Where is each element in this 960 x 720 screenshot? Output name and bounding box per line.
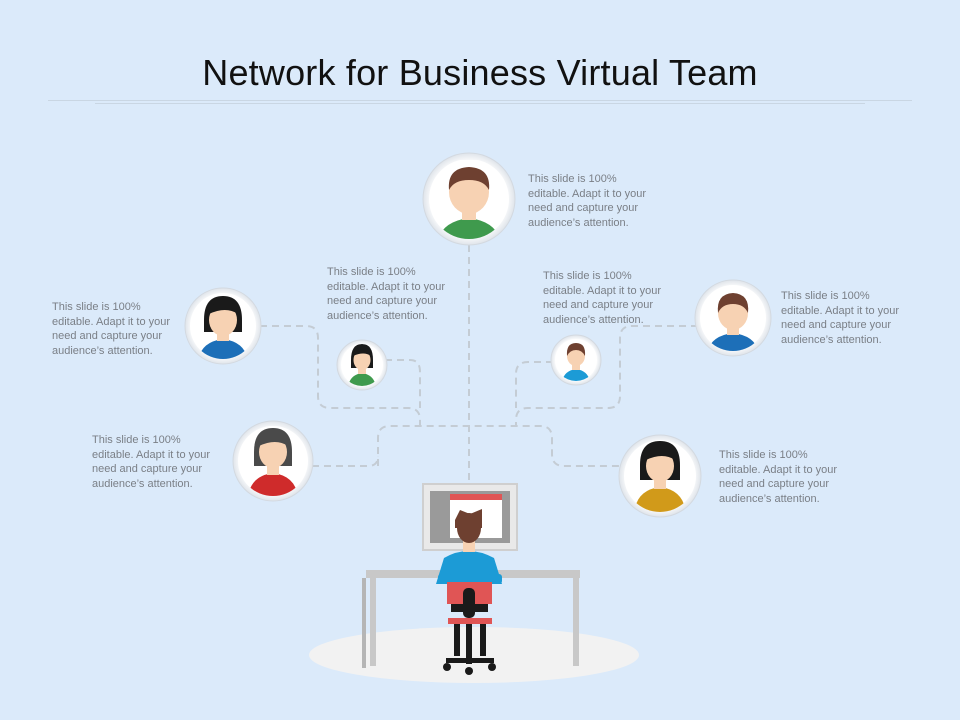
- avatar-lower-left-woman: [232, 420, 314, 502]
- avatar-small-boy: [550, 334, 602, 386]
- description-right-man: This slide is 100% editable. Adapt it to…: [781, 290, 900, 346]
- slide-title: Network for Business Virtual Team: [202, 52, 758, 93]
- connector-lines: [260, 245, 698, 484]
- avatar-right-man: [694, 279, 772, 357]
- description-small-woman: This slide is 100% editable. Adapt it to…: [327, 266, 446, 322]
- description-lower-left-woman: This slide is 100% editable. Adapt it to…: [92, 434, 211, 490]
- description-top-man: This slide is 100% editable. Adapt it to…: [528, 173, 647, 229]
- title-divider-secondary: [95, 103, 865, 104]
- description-lower-right-woman: This slide is 100% editable. Adapt it to…: [719, 449, 838, 505]
- description-small-boy: This slide is 100% editable. Adapt it to…: [543, 270, 662, 326]
- desk-worker-illustration: [309, 483, 639, 683]
- avatar-top-man: [422, 152, 516, 246]
- description-left-woman: This slide is 100% editable. Adapt it to…: [52, 301, 171, 357]
- avatar-left-woman: [184, 287, 262, 365]
- avatar-lower-right-woman: [618, 434, 702, 518]
- title-divider: [48, 100, 912, 101]
- avatar-small-woman: [336, 339, 388, 391]
